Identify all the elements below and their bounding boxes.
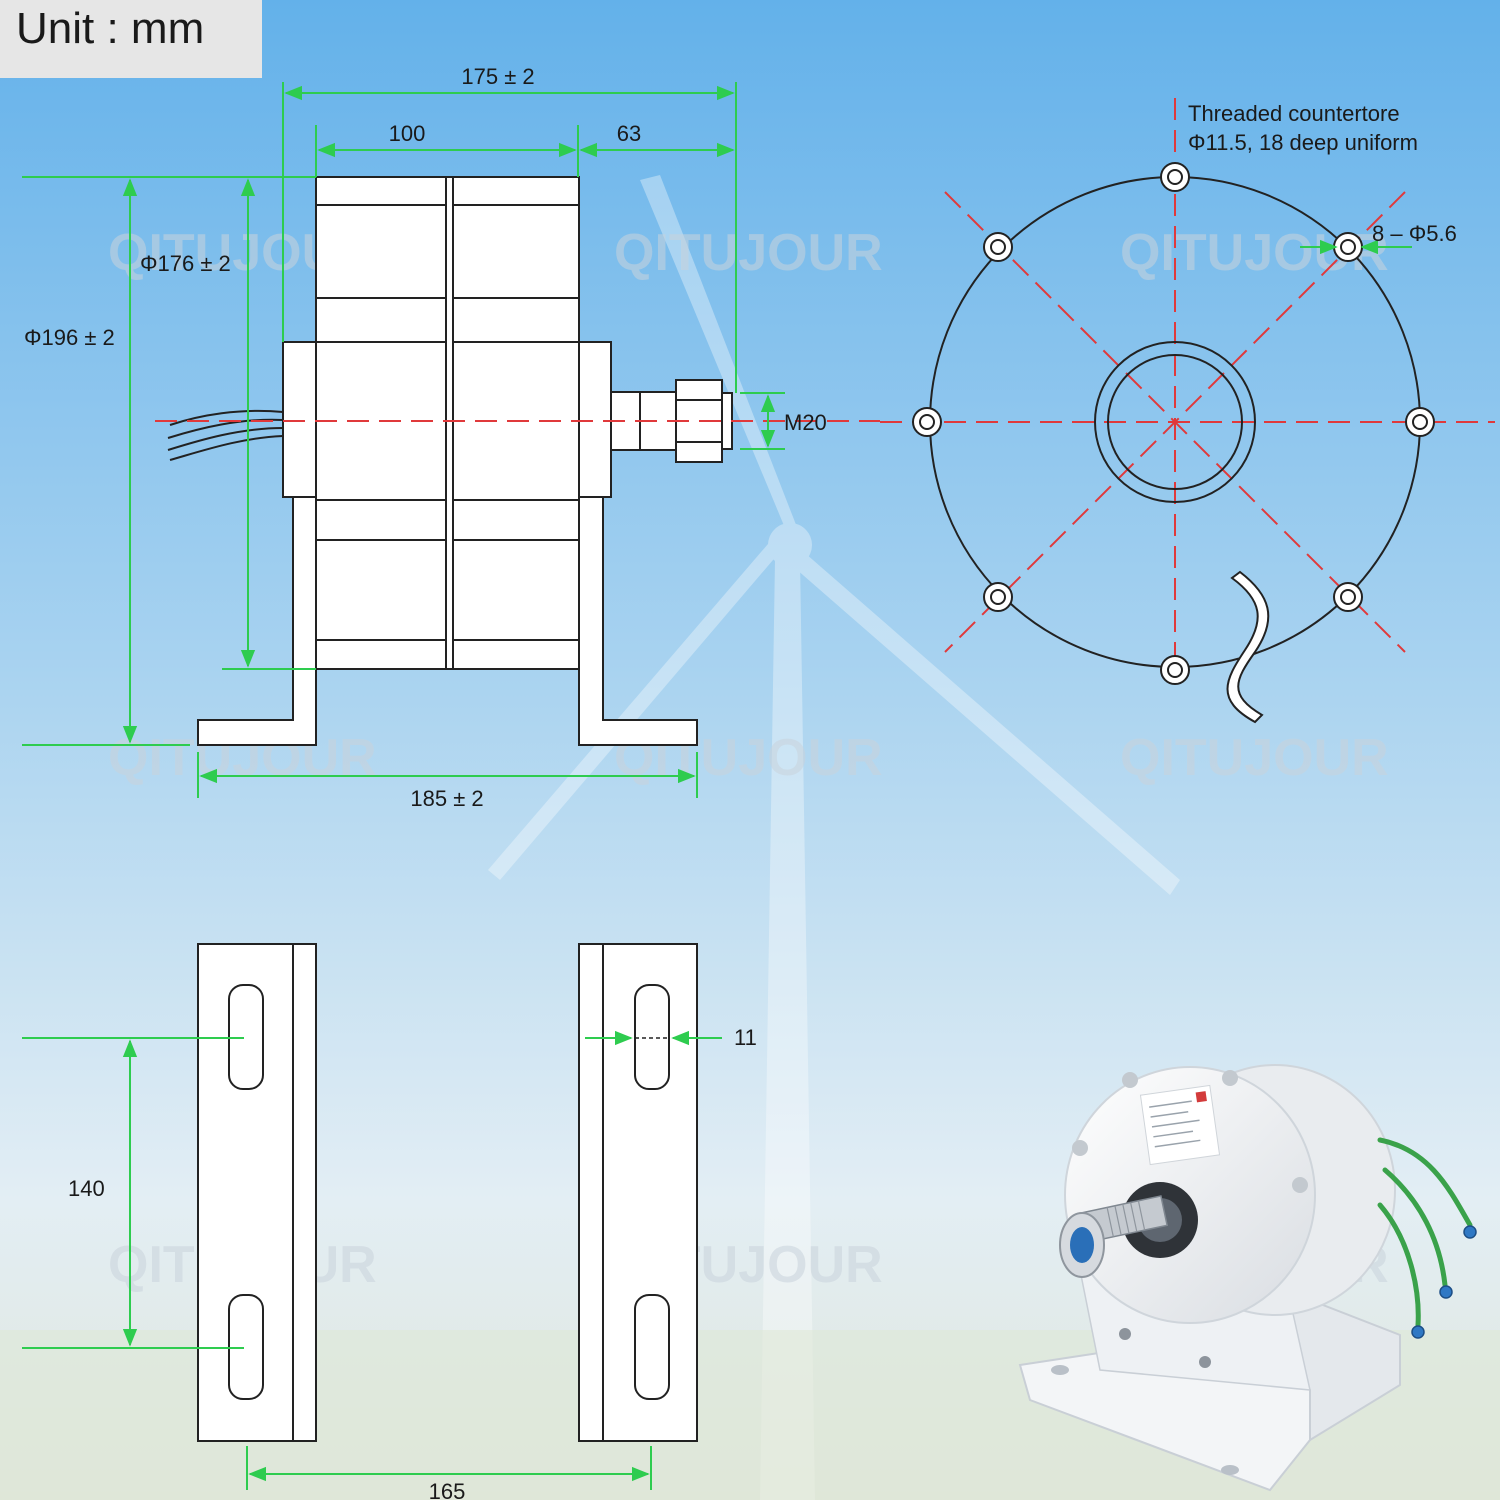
note-counterbore-line1: Threaded countertore [1188,101,1400,126]
label-outer-diameter: Φ196 ± 2 [24,325,115,350]
label-body-length: 100 [389,121,426,146]
front-view [880,98,1495,724]
photo-nameplate [1139,1084,1221,1166]
watermark-2: QITUJOUR [614,224,883,282]
front-centerlines [880,98,1495,680]
photo-housing-front [1064,1066,1316,1324]
cable-bundle [167,409,284,461]
bracket-slot [634,984,670,1090]
mounting-hole [983,582,1013,612]
mounting-hole [1160,162,1190,192]
mounting-hole [912,407,942,437]
label-thread: M20 [784,410,827,435]
side-view-labels: 175 ± 2 100 63 Φ176 ± 2 Φ196 ± 2 M20 185… [24,64,827,811]
front-cable [1226,570,1270,724]
rear-hub [282,341,319,498]
label-inner-diameter: Φ176 ± 2 [140,251,231,276]
unit-label-box: Unit : mm [0,0,262,78]
mounting-hole [1333,232,1363,262]
mounting-hole [983,232,1013,262]
generator-body [315,176,580,670]
generator-photo-icon [1018,1064,1477,1492]
side-view [167,176,733,746]
label-slot-width: 11 [734,1025,757,1050]
note-counterbore-line2: Φ11.5, 18 deep uniform [1188,130,1418,155]
label-shaft-length: 63 [617,121,641,146]
label-slot-spacing: 140 [68,1176,105,1201]
bracket-left [197,943,317,1442]
front-bearing-outer [1094,341,1256,503]
label-base-width: 185 ± 2 [410,786,483,811]
mounting-hole [1333,582,1363,612]
unit-label: Unit : mm [16,4,205,53]
label-holes: 8 – Φ5.6 [1372,221,1457,246]
label-bracket-spacing: 165 [429,1479,466,1500]
photo-wires [1377,1137,1473,1328]
front-bearing-inner [1107,354,1243,490]
bracket-dimensions [22,1030,722,1490]
mounting-hole [1160,655,1190,685]
label-overall-length: 175 ± 2 [461,64,534,89]
front-hub [577,341,612,498]
mounting-holes [912,162,1435,685]
front-view-labels: Threaded countertore Φ11.5, 18 deep unif… [1188,101,1457,246]
mounting-hole [1405,407,1435,437]
watermark-6: QITUJOUR [1120,729,1389,787]
side-view-dimensions [22,82,785,798]
bracket-right [578,943,698,1442]
bracket-slot [634,1294,670,1400]
